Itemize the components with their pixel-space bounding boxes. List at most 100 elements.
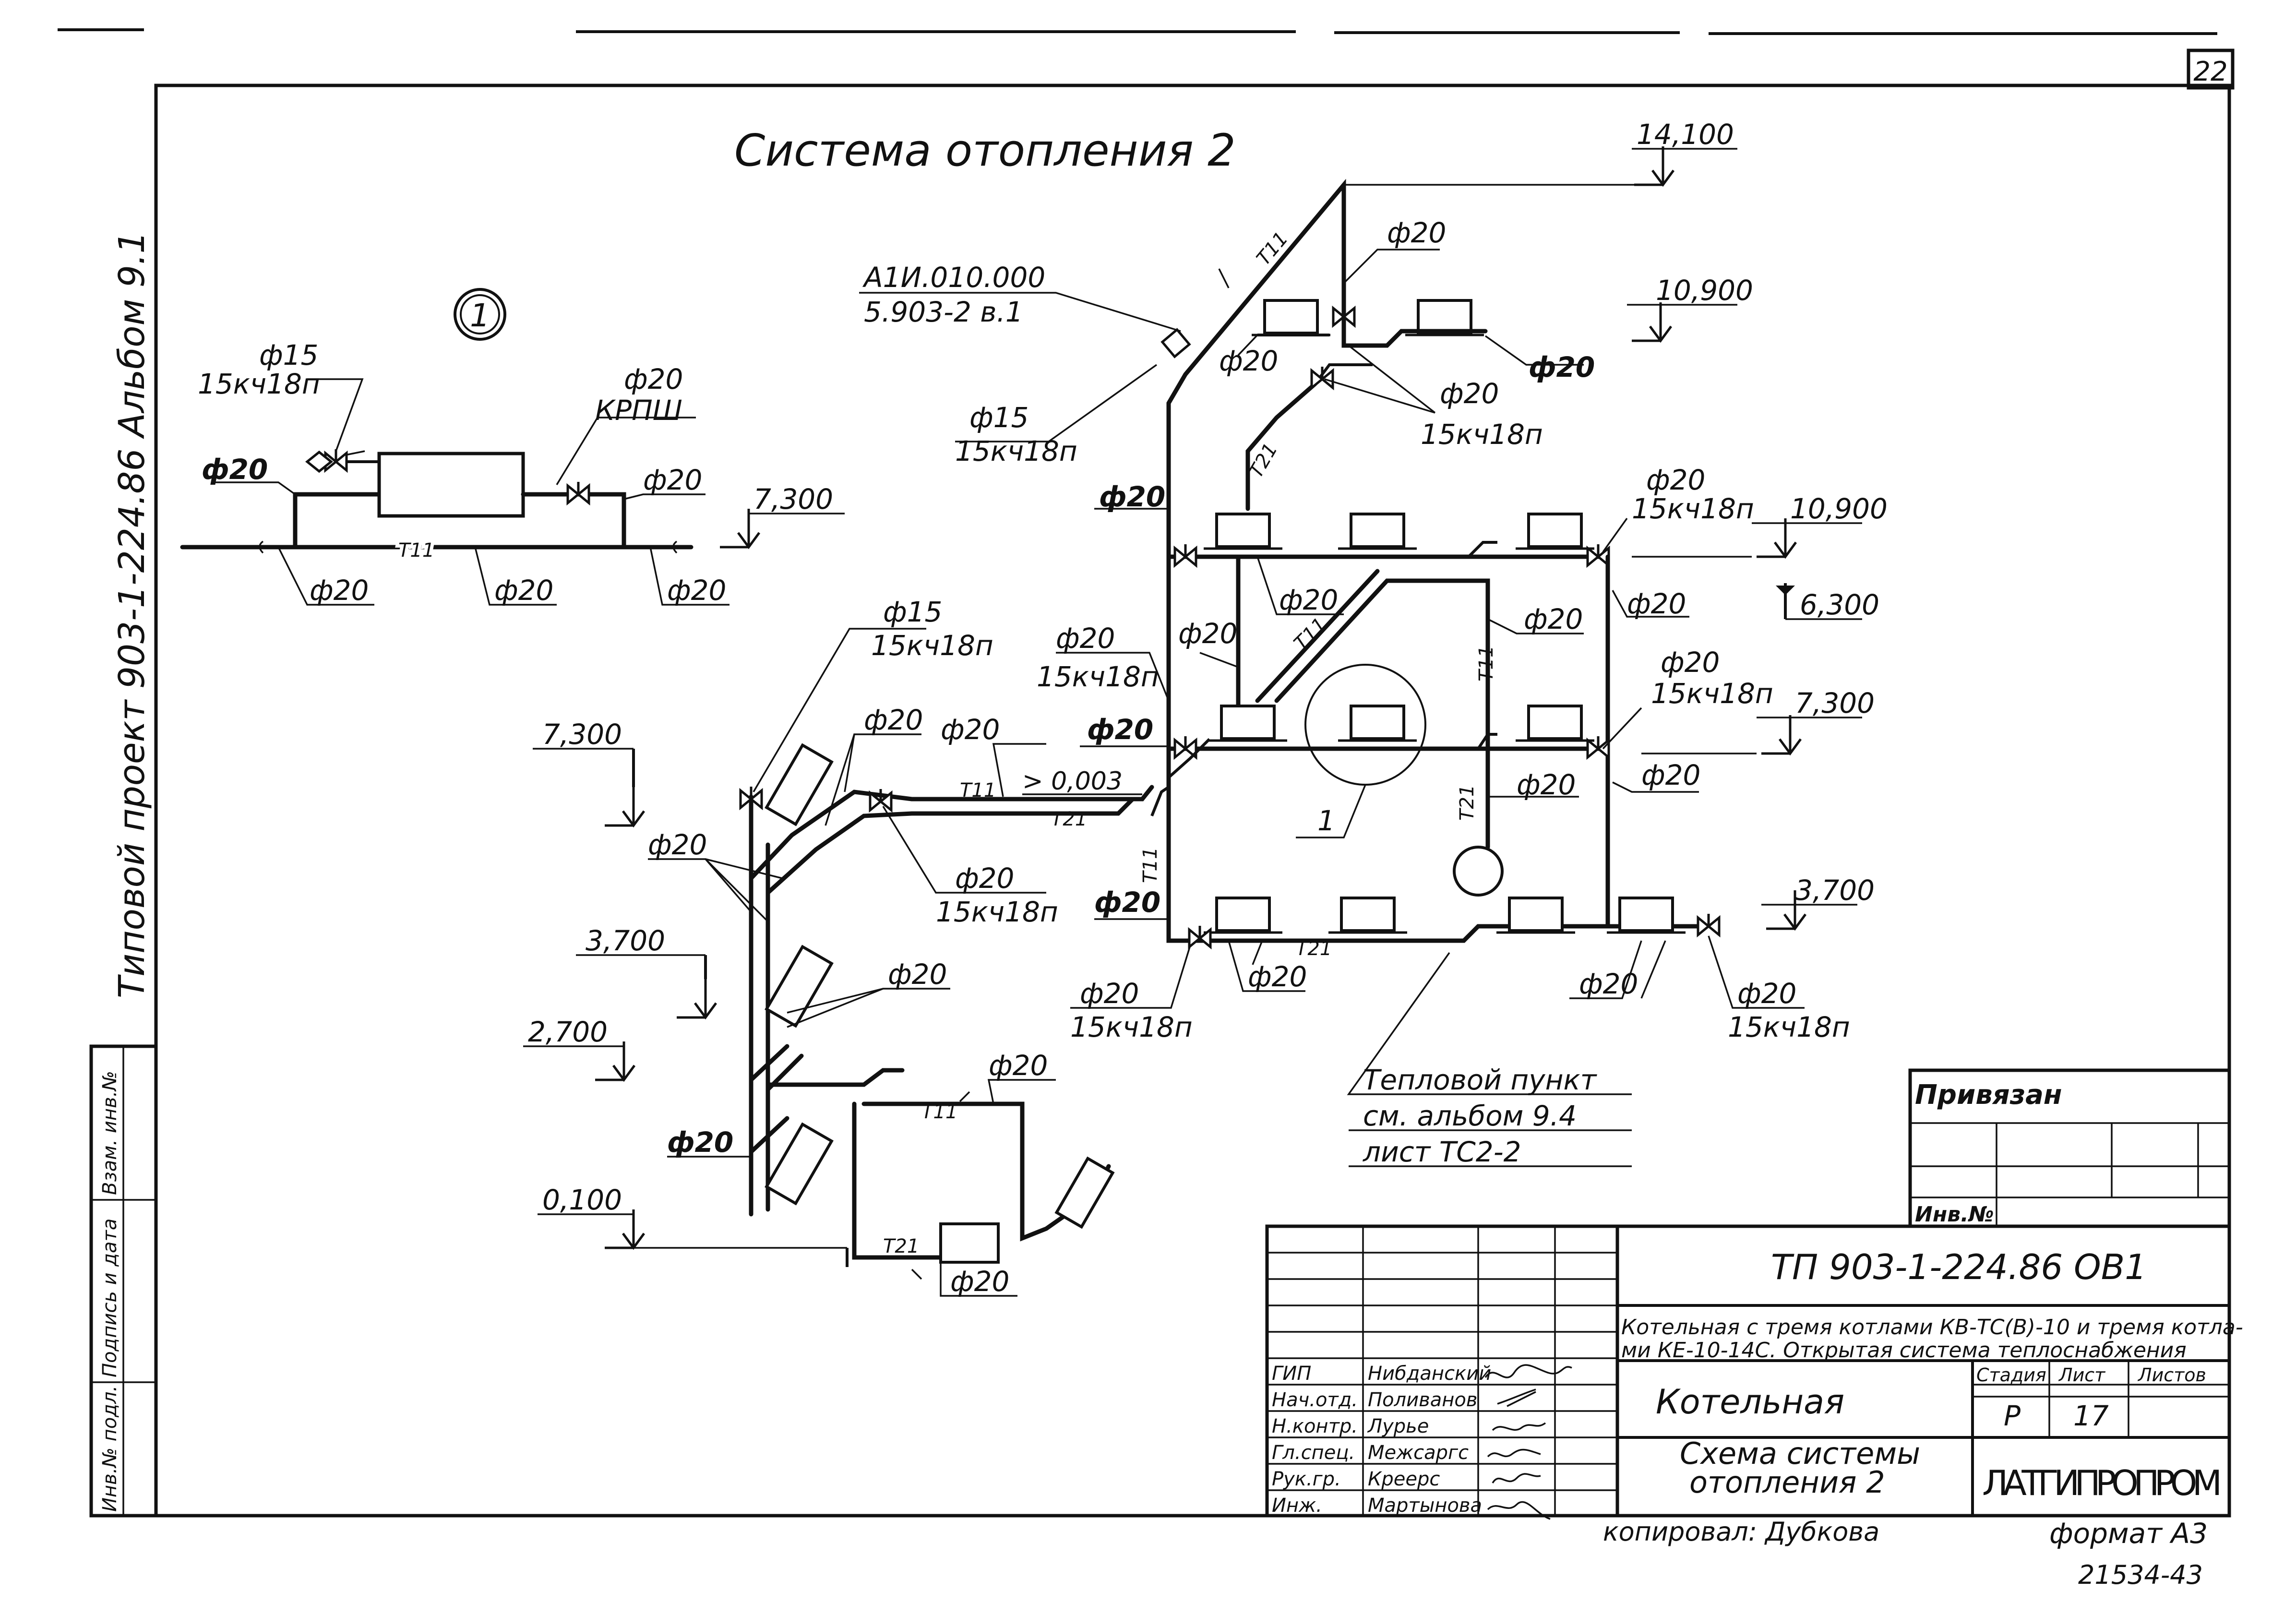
signatures	[1484, 1364, 1572, 1520]
drawing-label: КРПШ	[595, 394, 682, 427]
drawing-label: ф20	[1529, 351, 1595, 383]
drawing-label: Т11	[1253, 227, 1293, 269]
drawing-label: ф20	[1524, 603, 1583, 635]
drawing-label: 15кч18п	[1651, 677, 1773, 710]
drawing-label: Т11	[1475, 646, 1497, 682]
drawing-label: лист ТС2-2	[1363, 1136, 1521, 1168]
drawing-label: 15кч18п	[1037, 660, 1159, 693]
archive-number: 21534-43	[2078, 1560, 2203, 1590]
drawing-label: Тепловой пункт	[1363, 1064, 1598, 1096]
drawing-label: ф20	[624, 363, 683, 395]
drawing-label: ГИП	[1272, 1363, 1311, 1385]
copied-by: копировал: Дубкова	[1603, 1517, 1879, 1547]
drawing-label: Рук.гр.	[1272, 1468, 1341, 1490]
side-project-text: Типовой проект 903-1-224.86 Альбом 9.1	[111, 231, 153, 998]
drawing-label: ф20	[864, 704, 923, 736]
drawing-label: > 0,003	[1022, 767, 1123, 796]
drawing-label: ф20	[1661, 646, 1720, 679]
privyazan-label: Привязан	[1915, 1079, 2062, 1111]
description-1: Котельная с тремя котлами КВ-ТС(В)-10 и …	[1621, 1315, 2243, 1340]
drawing-label: ф20	[1080, 977, 1139, 1010]
drawing-label: ф15	[969, 401, 1028, 434]
drawing-label: Н.контр.	[1272, 1415, 1358, 1437]
drawing-label: ф20	[1646, 464, 1705, 496]
drawing-label: Т11	[398, 539, 434, 562]
detail-1: ф15 15кч18п ф20 КРПШ ф20 ф20 Т11 ф20 ф20…	[180, 339, 845, 607]
paper-format: формат А3	[2049, 1517, 2208, 1550]
main-heating-system: 14,100 Т11 А1И.010.000 5.903-2 в.1 ф15 1…	[859, 118, 1888, 1168]
drawing-label: 15кч18п	[871, 629, 993, 662]
drawing-label: ф20	[1178, 617, 1237, 650]
drawing-label: 1	[470, 297, 490, 334]
drawing-label: ф20	[310, 574, 369, 607]
drawing-label: ф15	[883, 596, 942, 628]
drawing-frame	[154, 84, 2231, 1518]
drawing-label: 10,900	[1656, 274, 1753, 307]
drawing-label: ф20	[1387, 216, 1446, 249]
sheet-value: 17	[2073, 1400, 2109, 1432]
drawing-label: Инж.	[1272, 1495, 1322, 1517]
drawing-label: 15кч18п	[1070, 1011, 1193, 1043]
drawing-label: Т21	[1456, 785, 1478, 821]
drawing-label: 15кч18п	[936, 896, 1058, 928]
drawing-label: 7,300	[1795, 687, 1875, 719]
drawing-label: ф20	[643, 464, 702, 496]
drawing-label: Межсаргс	[1368, 1442, 1469, 1464]
side-stamp-3: Взам. инв.№	[99, 1071, 121, 1195]
drawing-label: 7,300	[753, 483, 833, 515]
document-code: ТП 903-1-224.86 ОВ1	[1771, 1247, 2147, 1287]
inv-label: Инв.№	[1915, 1202, 1994, 1227]
drawing-label: ф20	[202, 453, 268, 486]
drawing-label: Т11	[1139, 847, 1161, 883]
drawing-label: 6,300	[1800, 588, 1879, 621]
drawing-title: Система отопления 2	[734, 125, 1236, 176]
drawing-label: ф20	[989, 1049, 1048, 1082]
drawing-name-1: Схема системы	[1680, 1436, 1920, 1471]
drawing-label: Гл.спец.	[1272, 1442, 1355, 1464]
stage-value: Р	[2004, 1400, 2021, 1432]
sheet-number-box: 22	[2187, 48, 2235, 90]
drawing-label: 3,700	[586, 924, 665, 957]
drawing-label: ф20	[667, 1126, 733, 1159]
drawing-label: Мартынова	[1368, 1495, 1482, 1517]
drawing-label: 5.903-2 в.1	[864, 296, 1023, 328]
drawing-label: 3,700	[1795, 874, 1875, 907]
sheet-number: 22	[2193, 56, 2227, 87]
drawing-label: 10,900	[1790, 492, 1888, 525]
drawing-label: 0,100	[542, 1184, 622, 1216]
drawing-label: 15кч18п	[1421, 418, 1543, 451]
description-2: ми КЕ-10-14С. Открытая система теплоснаб…	[1621, 1338, 2187, 1363]
drawing-label: см. альбом 9.4	[1363, 1100, 1577, 1132]
roles: ГИП Нибданский Нач.отд. Поливанов Н.конт…	[1272, 1363, 1491, 1517]
drawing-label: ф20	[950, 1265, 1009, 1298]
drawing-label: 15кч18п	[1632, 492, 1754, 525]
drawing-label: Лурье	[1367, 1415, 1429, 1437]
drawing-label: ф20	[667, 574, 726, 607]
drawing-label: ф20	[1517, 768, 1576, 801]
drawing-label: ф20	[1440, 377, 1499, 410]
drawing-label: 15кч18п	[955, 435, 1077, 467]
drawing-label: Нач.отд.	[1272, 1389, 1358, 1411]
left-riser-system: Т11 Т21 ф15 15кч18п ф20 ф20 ф20 15кч18п …	[523, 596, 1115, 1298]
drawing-label: 14,100	[1637, 118, 1734, 151]
drawing-label: ф20	[648, 828, 707, 861]
side-stamp-1: Инв.№ подл.	[99, 1386, 121, 1512]
drawing-label: Т21	[1296, 938, 1332, 960]
stage-label: Стадия	[1976, 1364, 2046, 1386]
organization: ЛАТГИПРОПРОМ	[1982, 1463, 2222, 1503]
drawing-label: 15кч18п	[1728, 1011, 1850, 1043]
drawing-label: ф20	[1627, 587, 1686, 620]
header-dashes	[58, 28, 2217, 35]
side-stamp-2: Подпись и дата	[99, 1219, 121, 1377]
object-name: Котельная	[1656, 1382, 1844, 1422]
drawing-label: ф20	[941, 713, 1000, 746]
drawing-label: ф20	[1094, 886, 1160, 919]
drawing-label: ф20	[1219, 345, 1278, 377]
drawing-label: ф20	[955, 862, 1014, 895]
drawing-label: ф20	[1579, 968, 1638, 1000]
drawing-label: Т11	[960, 779, 996, 802]
drawing-label: Нибданский	[1368, 1363, 1491, 1385]
sheets-label: Листов	[2137, 1364, 2206, 1386]
drawing-label: Крееpс	[1368, 1468, 1440, 1490]
drawing-label: Т11	[921, 1101, 957, 1123]
